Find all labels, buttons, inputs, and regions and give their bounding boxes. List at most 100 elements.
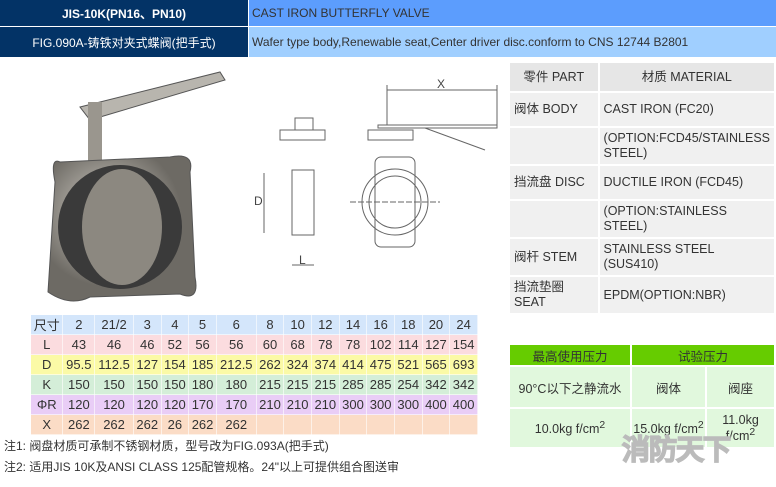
parts-header-part: 零件 PART xyxy=(508,61,600,93)
x-dim-label: X xyxy=(437,77,445,91)
size-cell: 300 xyxy=(393,394,423,415)
size-row-label: D xyxy=(29,354,64,375)
size-cell: 120 xyxy=(160,394,190,415)
size-cell: 46 xyxy=(94,334,134,355)
size-cell: 12 xyxy=(310,314,340,335)
size-cell: 14 xyxy=(338,314,368,335)
size-row-label: L xyxy=(29,334,64,355)
dimension-drawing: X D L xyxy=(254,77,498,267)
part-material: DUCTILE IRON (FCD45) xyxy=(597,164,776,201)
size-cell: 26 xyxy=(160,414,190,435)
size-row-label: K xyxy=(29,374,64,395)
test-pressure-header: 试验压力 xyxy=(630,343,776,367)
size-cell: 180 xyxy=(215,374,257,395)
size-cell: 5 xyxy=(188,314,217,335)
size-cell: 400 xyxy=(449,394,478,415)
size-cell: 120 xyxy=(62,394,96,415)
size-row-label: 尺寸 xyxy=(29,314,64,335)
size-cell xyxy=(366,414,395,435)
size-cell: 300 xyxy=(338,394,368,415)
size-cell xyxy=(283,414,312,435)
size-cell: 68 xyxy=(283,334,312,355)
size-cell: 521 xyxy=(393,354,423,375)
size-cell: 150 xyxy=(94,374,134,395)
part-material: STAINLESS STEEL (SUS410) xyxy=(597,237,776,277)
size-cell: 10 xyxy=(283,314,312,335)
size-cell: 112.5 xyxy=(94,354,134,375)
parts-header-material: 材质 MATERIAL xyxy=(597,61,776,93)
watermark-logo: 消防天下 xyxy=(621,433,732,466)
size-cell: 6 xyxy=(215,314,257,335)
size-cell: 693 xyxy=(449,354,478,375)
size-cell xyxy=(421,414,451,435)
body-label: 阀体 xyxy=(630,365,707,409)
size-cell: 170 xyxy=(188,394,217,415)
body-test-value: 15.0kg f/cm2 xyxy=(630,407,707,449)
size-cell xyxy=(393,414,423,435)
size-cell: 210 xyxy=(255,394,285,415)
size-cell: 56 xyxy=(188,334,217,355)
size-cell: 262 xyxy=(215,414,257,435)
size-cell: 215 xyxy=(310,374,340,395)
size-cell: 300 xyxy=(366,394,395,415)
size-cell: 78 xyxy=(338,334,368,355)
part-name xyxy=(508,199,600,239)
note-2: 注2: 适用JIS 10K及ANSI CLASS 125配管规格。24"以上可提… xyxy=(4,460,400,474)
size-cell: 475 xyxy=(366,354,395,375)
size-cell: 21/2 xyxy=(94,314,134,335)
size-cell: 342 xyxy=(421,374,451,395)
d-dim-label: D xyxy=(254,194,263,208)
size-cell: 262 xyxy=(62,414,96,435)
size-cell: 127 xyxy=(132,354,162,375)
seat-label: 阀座 xyxy=(705,365,776,409)
size-cell: 16 xyxy=(366,314,395,335)
seat-test-value: 11.0kg f/cm2 xyxy=(705,407,776,449)
size-cell xyxy=(338,414,368,435)
size-cell: 285 xyxy=(338,374,368,395)
size-cell: 20 xyxy=(421,314,451,335)
size-cell: 3 xyxy=(132,314,162,335)
size-cell: 262 xyxy=(188,414,217,435)
part-material: (OPTION:STAINLESS STEEL) xyxy=(597,199,776,239)
fig-label: FIG.090A-铸铁对夹式蝶阀(把手式) xyxy=(0,27,248,57)
size-cell: 56 xyxy=(215,334,257,355)
max-pressure-header: 最高使用压力 xyxy=(508,343,632,367)
size-cell: 285 xyxy=(366,374,395,395)
size-cell: 170 xyxy=(215,394,257,415)
size-cell: 262 xyxy=(132,414,162,435)
size-cell: 114 xyxy=(393,334,423,355)
size-cell: 8 xyxy=(255,314,285,335)
part-material: CAST IRON (FC20) xyxy=(597,91,776,128)
size-cell: 150 xyxy=(160,374,190,395)
size-cell: 210 xyxy=(310,394,340,415)
product-desc: Wafer type body,Renewable seat,Center dr… xyxy=(249,27,776,57)
size-cell: 180 xyxy=(188,374,217,395)
part-name: 挡流盘 DISC xyxy=(508,164,600,201)
size-cell: 4 xyxy=(160,314,190,335)
size-cell: 212.5 xyxy=(215,354,257,375)
size-row-label: ΦR xyxy=(29,394,64,415)
size-cell: 210 xyxy=(283,394,312,415)
size-cell: 154 xyxy=(160,354,190,375)
size-cell: 374 xyxy=(310,354,340,375)
size-cell: 400 xyxy=(421,394,451,415)
size-cell: 150 xyxy=(132,374,162,395)
size-cell: 95.5 xyxy=(62,354,96,375)
size-row-label: X xyxy=(29,414,64,435)
size-cell: 154 xyxy=(449,334,478,355)
size-cell: 78 xyxy=(310,334,340,355)
note-1: 注1: 阀盘材质可承制不锈钢材质，型号改为FIG.093A(把手式) xyxy=(4,439,329,453)
part-name: 阀体 BODY xyxy=(508,91,600,128)
size-cell: 102 xyxy=(366,334,395,355)
size-cell xyxy=(310,414,340,435)
part-material: EPDM(OPTION:NBR) xyxy=(597,275,776,315)
size-cell: 60 xyxy=(255,334,285,355)
size-cell: 262 xyxy=(255,354,285,375)
size-cell: 254 xyxy=(393,374,423,395)
